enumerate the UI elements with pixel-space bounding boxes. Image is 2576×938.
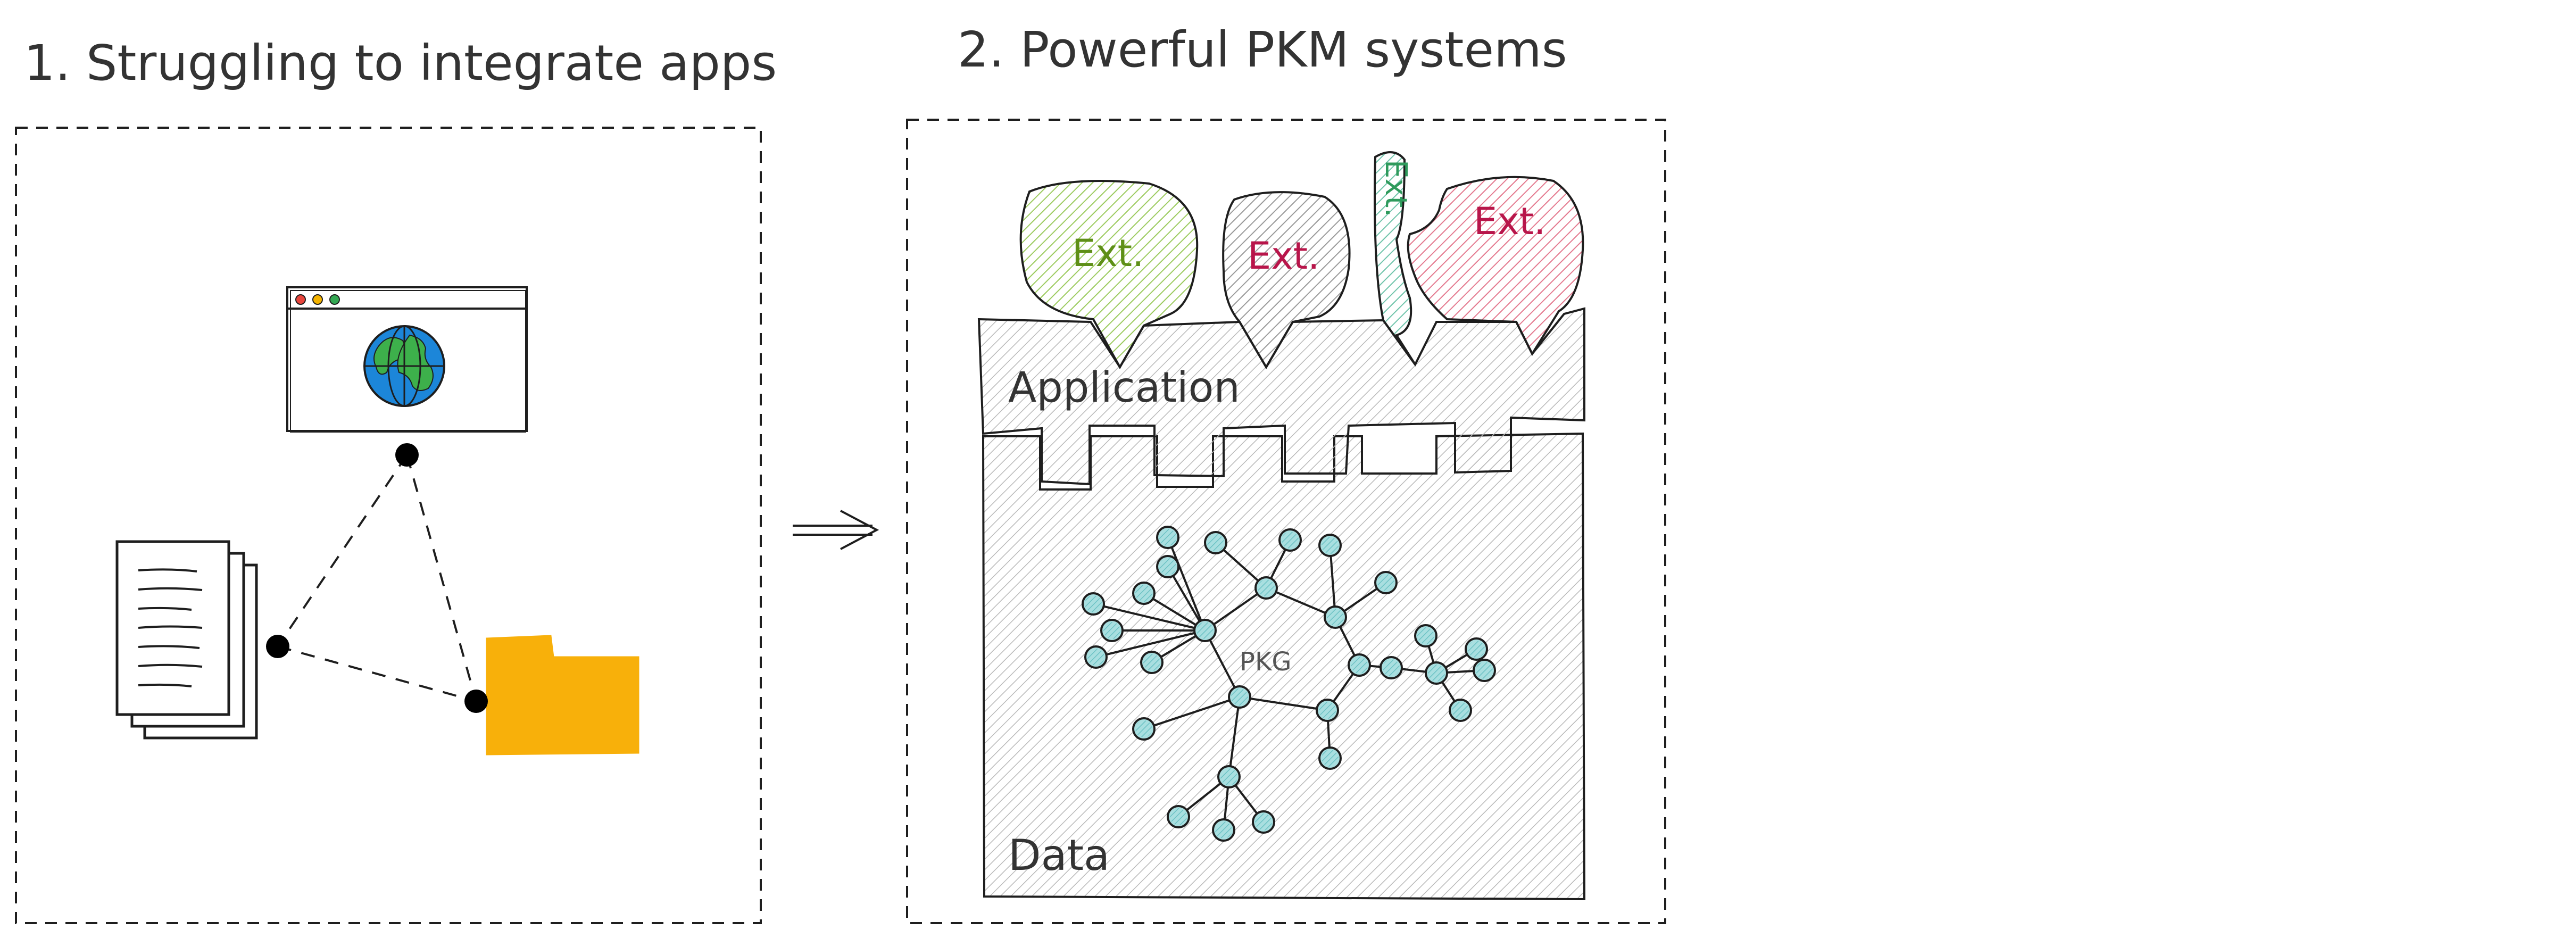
connector-node <box>464 690 488 713</box>
graph-edge <box>1329 545 1336 618</box>
panel-2-frame <box>906 119 1666 924</box>
data-label: Data <box>1008 831 1110 880</box>
graph-node-hatch <box>1319 702 1336 719</box>
graph-node-hatch <box>1258 579 1275 596</box>
panel-1-frame <box>15 127 762 924</box>
extension-bubble-teal: Ext. <box>1374 151 1416 366</box>
browser-window-icon <box>286 286 528 433</box>
graph-node-hatch <box>1085 595 1102 612</box>
graph-node-hatch <box>1476 662 1493 679</box>
graph-node-hatch <box>1255 814 1272 831</box>
arrow-right-icon <box>793 510 879 550</box>
graph-node-hatch <box>1220 768 1237 785</box>
graph-node-hatch <box>1207 534 1224 551</box>
graph-node-hatch <box>1428 665 1445 682</box>
graph-node-hatch <box>1327 609 1344 626</box>
panel-2-title: 2. Powerful PKM systems <box>958 21 1567 78</box>
ext-label-green: Ext. <box>1072 231 1144 275</box>
graph-edge <box>1228 696 1241 777</box>
graph-node-hatch <box>1170 808 1187 825</box>
graph-edge <box>1239 696 1328 711</box>
graph-node-hatch <box>1468 641 1485 658</box>
graph-node-hatch <box>1103 622 1120 639</box>
graph-edge <box>1204 587 1267 632</box>
graph-node-hatch <box>1377 574 1394 591</box>
connector-node <box>266 635 289 658</box>
panel-2: 2. Powerful PKM systems Data Application… <box>906 21 1666 924</box>
pkg-label: PKG <box>1240 647 1292 677</box>
graph-edge <box>1204 630 1241 698</box>
graph-node-hatch <box>1135 720 1152 737</box>
graph-edge <box>1143 696 1240 730</box>
graph-node-hatch <box>1135 585 1152 602</box>
panel-1: 1. Struggling to integrate apps <box>15 35 777 924</box>
globe-icon <box>363 325 445 407</box>
ext-label-pink: Ext. <box>1474 200 1545 243</box>
browser-minimize-dot <box>312 294 323 305</box>
graph-node-hatch <box>1196 622 1214 639</box>
graph-node-hatch <box>1452 702 1469 719</box>
graph-edge <box>1167 537 1206 631</box>
extension-bubble-gray: Ext. <box>1222 191 1351 369</box>
graph-node-hatch <box>1159 529 1176 546</box>
data-block: Data <box>982 432 1586 901</box>
folder-icon <box>486 635 639 756</box>
browser-close-dot <box>295 294 306 305</box>
graph-edge <box>1266 587 1336 618</box>
extension-bubble-green: Ext. <box>1019 180 1199 370</box>
graph-node-hatch <box>1159 558 1176 575</box>
graph-edge <box>1093 603 1206 632</box>
graph-node-hatch <box>1322 750 1339 767</box>
application-label: Application <box>1008 364 1240 412</box>
documents-icon <box>115 540 258 740</box>
graph-node-hatch <box>1322 537 1339 554</box>
integration-connectors <box>266 443 488 713</box>
extension-bubble-pink: Ext. <box>1407 176 1584 356</box>
graph-node-hatch <box>1215 821 1232 839</box>
ext-label-teal: Ext. <box>1378 160 1413 217</box>
ext-label-gray: Ext. <box>1248 234 1319 278</box>
graph-node-hatch <box>1143 654 1160 671</box>
graph-node-hatch <box>1417 627 1434 644</box>
graph-node-hatch <box>1282 532 1299 549</box>
panel-1-title: 1. Struggling to integrate apps <box>24 35 777 92</box>
graph-node-hatch <box>1351 657 1368 674</box>
graph-node-hatch <box>1231 688 1248 705</box>
graph-node-hatch <box>1383 659 1400 676</box>
graph-node-hatch <box>1087 649 1104 666</box>
browser-maximize-dot <box>329 294 340 305</box>
graph-edge <box>1095 629 1206 658</box>
knowledge-graph <box>1082 526 1496 842</box>
graph-edge <box>1143 592 1206 632</box>
graph-edge <box>1167 566 1206 632</box>
connector-node <box>395 443 419 467</box>
